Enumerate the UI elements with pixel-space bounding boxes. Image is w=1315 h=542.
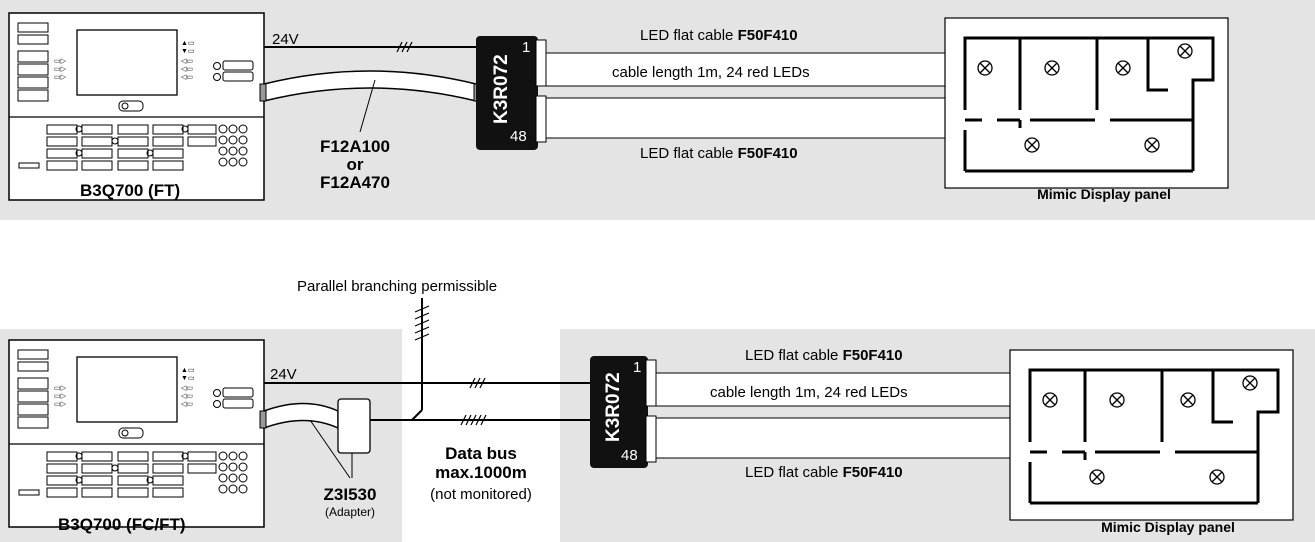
top-led-cable-label: LED flat cable F50F410 bbox=[640, 27, 798, 44]
top-bus-cable-or: or bbox=[347, 155, 364, 174]
top-bus-cable-1: F12A100 bbox=[320, 137, 390, 156]
bottom-k3r072-module: K3R072 1 48 bbox=[590, 356, 657, 468]
data-bus-tick-marks bbox=[460, 414, 487, 426]
adapter-note: (Adapter) bbox=[325, 505, 375, 519]
top-bus-cable-2: F12A470 bbox=[320, 173, 390, 192]
top-control-panel-icon bbox=[8, 12, 265, 201]
top-cable-pointer bbox=[359, 79, 376, 133]
bus-note: (not monitored) bbox=[430, 486, 532, 503]
top-flat-cable-1 bbox=[545, 52, 947, 87]
bottom-pin-1: 1 bbox=[633, 359, 641, 376]
top-pin-1: 1 bbox=[522, 39, 530, 56]
top-cable-length-label: cable length 1m, 24 red LEDs bbox=[612, 64, 810, 81]
top-mimic-display-icon bbox=[943, 16, 1230, 190]
top-pin-48: 48 bbox=[510, 128, 527, 145]
adapter-box bbox=[337, 398, 371, 454]
top-k3r072-module: K3R072 1 48 bbox=[476, 36, 547, 150]
bottom-pin-48: 48 bbox=[621, 447, 638, 464]
top-flat-cable-2 bbox=[545, 97, 947, 139]
top-display-label: Mimic Display panel bbox=[1037, 186, 1171, 202]
bottom-24v-tick-marks bbox=[469, 377, 486, 389]
top-led-cable-bottom-label: LED flat cable F50F410 bbox=[640, 145, 798, 162]
bottom-cable-length-label: cable length 1m, 24 red LEDs bbox=[710, 384, 908, 401]
bottom-flat-cable-1 bbox=[655, 372, 1011, 407]
top-panel-label: B3Q700 (FT) bbox=[80, 181, 180, 200]
top-24v-tick-marks bbox=[396, 41, 413, 53]
adapter-code: Z3I530 bbox=[324, 485, 377, 504]
bottom-flat-cable-2 bbox=[655, 417, 1011, 459]
bottom-display-label: Mimic Display panel bbox=[1101, 519, 1235, 535]
bottom-led-cable-bottom-label: LED flat cable F50F410 bbox=[745, 464, 903, 481]
bottom-panel-label: B3Q700 (FC/FT) bbox=[58, 515, 186, 534]
bottom-led-cable-label: LED flat cable F50F410 bbox=[745, 347, 903, 364]
bottom-voltage-label: 24V bbox=[270, 366, 297, 383]
bottom-control-panel-icon bbox=[8, 339, 265, 528]
top-voltage-label: 24V bbox=[272, 31, 299, 48]
adapter-pointer-1 bbox=[309, 419, 351, 479]
bus-title: Data bus bbox=[445, 444, 517, 463]
branching-note: Parallel branching permissible bbox=[297, 278, 497, 295]
top-module-name: K3R072 bbox=[491, 54, 512, 124]
bus-length: max.1000m bbox=[435, 463, 527, 482]
branch-tick-marks bbox=[414, 305, 430, 341]
bottom-mimic-display-icon bbox=[1008, 348, 1295, 522]
branch-joint bbox=[411, 409, 423, 421]
bottom-module-name: K3R072 bbox=[603, 372, 624, 442]
